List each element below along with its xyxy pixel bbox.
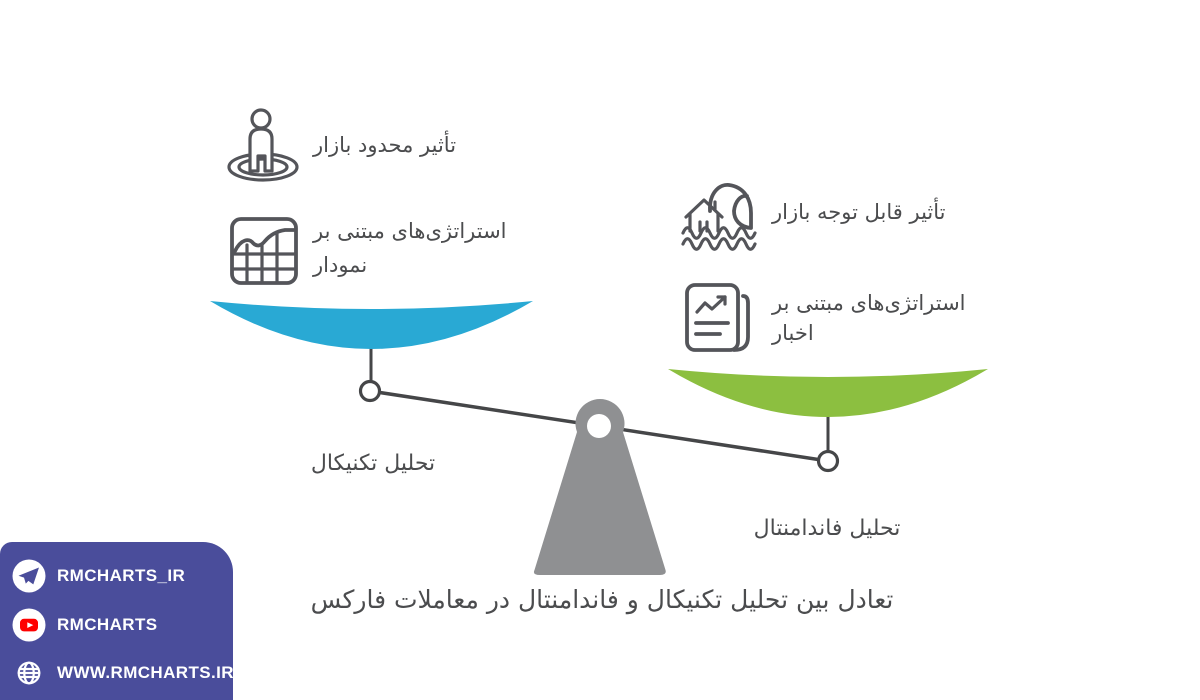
news-icon (685, 283, 750, 352)
chart-strategies-label-line1: استراتژی‌های مبتنی بر (313, 219, 507, 243)
social-row-youtube: RMCHARTS (12, 608, 157, 642)
technical-analysis-pan (210, 301, 533, 349)
telegram-handle: RMCHARTS_IR (57, 566, 186, 585)
diagram-caption: تعادل بین تحلیل تکنیکال و فاندامنتال در … (310, 585, 894, 614)
significant-impact-label: تأثیر قابل توجه بازار (772, 200, 946, 224)
youtube-icon (12, 608, 46, 642)
globe-icon (17, 661, 41, 685)
fundamental-analysis-label: تحلیل فاندامنتال (753, 516, 901, 541)
youtube-handle: RMCHARTS (57, 615, 158, 634)
social-links-panel: RMCHARTS_IR RMCHARTS WWW.RMCHARTS.IR (0, 542, 234, 700)
left-pivot-ring (358, 379, 382, 403)
website-url: WWW.RMCHARTS.IR (57, 663, 234, 682)
fulcrum-hole (587, 414, 611, 438)
wave-house-impact-icon-shapes (681, 183, 757, 251)
chart-icon (230, 217, 298, 285)
news-icon-shapes (685, 283, 750, 352)
right-pivot-ring (816, 449, 840, 473)
fundamental-analysis-pan (668, 369, 988, 417)
fulcrum (533, 399, 666, 575)
person-impact-icon (227, 108, 299, 182)
chart-strategies-label-line2: نمودار (313, 253, 368, 277)
social-row-website: WWW.RMCHARTS.IR (12, 656, 234, 690)
wave-house-impact-icon (681, 183, 757, 251)
telegram-icon (12, 559, 46, 593)
limited-impact-label: تأثیر محدود بازار (313, 133, 457, 157)
technical-analysis-label: تحلیل تکنیکال (310, 451, 436, 476)
chart-icon-shapes (230, 217, 298, 285)
social-row-telegram: RMCHARTS_IR (12, 559, 185, 593)
news-strategies-label-line1: استراتژی‌های مبتنی بر (772, 291, 966, 315)
news-strategies-label-line2: اخبار (772, 321, 814, 345)
news-strategies-label: استراتژی‌های مبتنی بر اخبار (772, 288, 1027, 348)
chart-strategies-label: استراتژی‌های مبتنی بر نمودار (313, 214, 568, 282)
person-impact-icon-shapes (227, 108, 299, 182)
